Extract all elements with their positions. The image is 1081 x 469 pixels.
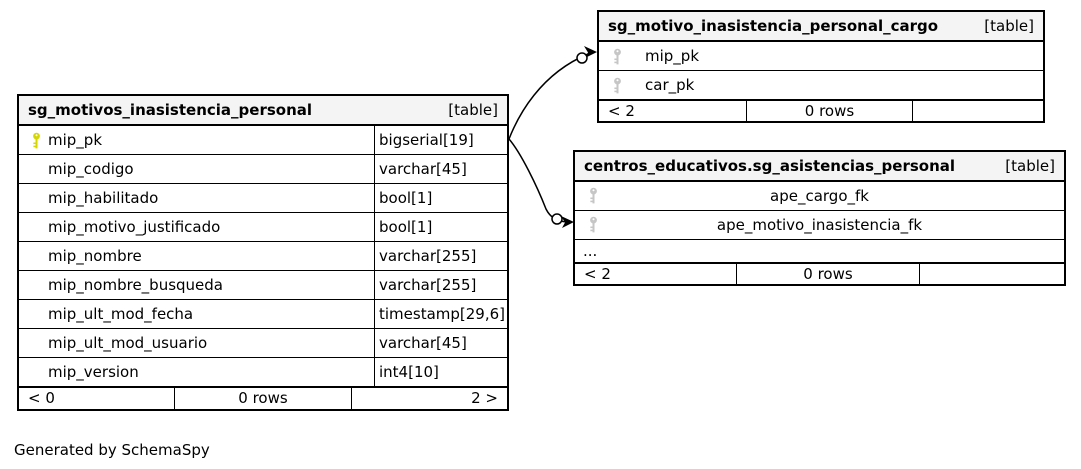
table-row: mip_motivo_justificado bool[1] [19, 212, 507, 241]
column-name: mip_nombre [48, 247, 142, 265]
footer-children-count [913, 101, 1043, 121]
footer-parents-count: < 2 [599, 101, 747, 121]
column-name: mip_nombre_busqueda [48, 276, 223, 294]
column-name: mip_codigo [48, 160, 134, 178]
column-name: car_pk [645, 76, 695, 94]
table-footer: < 2 0 rows [575, 262, 1064, 284]
column-name: mip_ult_mod_usuario [48, 334, 208, 352]
key-slot-empty [31, 161, 42, 178]
key-slot-empty [31, 364, 42, 381]
foreign-key-icon [612, 77, 623, 94]
column-type: bool[1] [379, 189, 433, 207]
footer-row-count: 0 rows [737, 264, 920, 284]
key-slot-empty [31, 248, 42, 265]
column-name: mip_pk [48, 131, 103, 149]
key-slot-empty [31, 219, 42, 236]
column-type: varchar[255] [379, 276, 477, 294]
table-footer: < 0 0 rows 2 > [19, 386, 507, 409]
column-name: mip_ult_mod_fecha [48, 305, 194, 323]
relationship-line-to-cargo [508, 53, 589, 140]
table-row: mip_nombre varchar[255] [19, 241, 507, 270]
table-row: car_pk [599, 70, 1043, 99]
table-sg-motivos-inasistencia-personal: sg_motivos_inasistencia_personal [table]… [17, 94, 509, 411]
connector-arrow-cargo [584, 46, 597, 58]
primary-key-icon [31, 132, 42, 149]
table-row: mip_codigo varchar[45] [19, 154, 507, 183]
table-title[interactable]: sg_motivos_inasistencia_personal [28, 101, 313, 119]
column-name: ape_cargo_fk [770, 187, 869, 205]
foreign-key-icon [588, 187, 599, 204]
column-type: timestamp[29,6] [379, 305, 506, 323]
table-tag: [table] [1005, 157, 1055, 175]
column-name: mip_version [48, 363, 139, 381]
column-type: bigserial[19] [379, 131, 474, 149]
table-header[interactable]: sg_motivos_inasistencia_personal [table] [19, 96, 507, 126]
column-type: varchar[45] [379, 160, 467, 178]
generated-by-note: Generated by SchemaSpy [14, 441, 210, 459]
column-name: mip_motivo_justificado [48, 218, 221, 236]
footer-children-count [920, 264, 1064, 284]
column-name: mip_habilitado [48, 189, 159, 207]
table-header[interactable]: centros_educativos.sg_asistencias_person… [575, 152, 1064, 182]
column-type: varchar[45] [379, 334, 467, 352]
relationship-line-to-asistencias [508, 138, 568, 223]
table-header[interactable]: sg_motivo_inasistencia_personal_cargo [t… [599, 12, 1043, 42]
column-name: ape_motivo_inasistencia_fk [716, 216, 923, 234]
key-slot-empty [31, 190, 42, 207]
column-name: mip_pk [645, 47, 700, 65]
table-row: mip_habilitado bool[1] [19, 183, 507, 212]
footer-row-count: 0 rows [175, 388, 352, 409]
footer-children-count: 2 > [471, 389, 498, 407]
key-slot-empty [31, 335, 42, 352]
table-tag: [table] [984, 17, 1034, 35]
footer-parents-count: < 2 [575, 264, 737, 284]
table-row: mip_nombre_busqueda varchar[255] [19, 270, 507, 299]
footer-row-count: 0 rows [747, 101, 913, 121]
table-footer: < 2 0 rows [599, 99, 1043, 121]
foreign-key-icon [612, 48, 623, 65]
table-row: mip_ult_mod_fecha timestamp[29,6] [19, 299, 507, 328]
column-type: bool[1] [379, 218, 433, 236]
table-row: ape_motivo_inasistencia_fk [575, 210, 1064, 239]
connector-circle-asistencias [551, 213, 563, 225]
footer-parents-count: < 0 [19, 388, 175, 409]
column-type: int4[10] [379, 363, 439, 381]
foreign-key-icon [588, 216, 599, 233]
key-slot-empty [31, 306, 42, 323]
table-title[interactable]: sg_motivo_inasistencia_personal_cargo [608, 17, 939, 35]
table-sg-motivo-inasistencia-personal-cargo: sg_motivo_inasistencia_personal_cargo [t… [597, 10, 1045, 123]
table-row: mip_version int4[10] [19, 357, 507, 386]
table-row: mip_pk [599, 42, 1043, 70]
table-title[interactable]: centros_educativos.sg_asistencias_person… [584, 157, 956, 175]
table-row: mip_ult_mod_usuario varchar[45] [19, 328, 507, 357]
table-row: ape_cargo_fk [575, 182, 1064, 210]
column-type: varchar[255] [379, 247, 477, 265]
hidden-columns-ellipsis: ... [575, 239, 1064, 262]
table-row: mip_pk bigserial[19] [19, 126, 507, 154]
key-slot-empty [31, 277, 42, 294]
table-tag: [table] [448, 101, 498, 119]
connector-circle-cargo [576, 52, 588, 64]
table-centros-educativos-sg-asistencias-personal: centros_educativos.sg_asistencias_person… [573, 150, 1066, 286]
